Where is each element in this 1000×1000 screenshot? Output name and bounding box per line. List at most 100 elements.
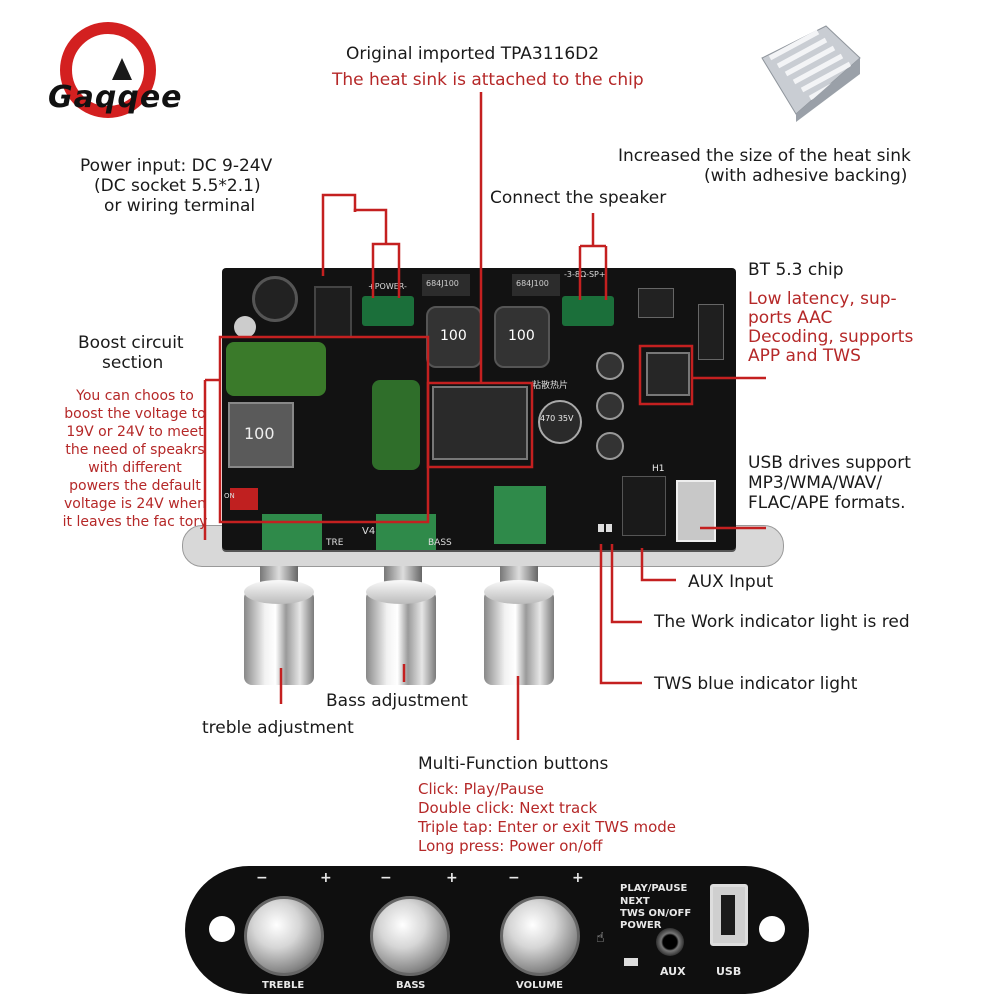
speaker-text: Connect the speaker (490, 188, 667, 208)
tws-led-text: TWS blue indicator light (654, 674, 858, 694)
tws-led (606, 524, 612, 532)
capacitor-small-2 (596, 392, 624, 420)
bt-line-2: ports AAC (748, 308, 833, 328)
treble-pot (262, 514, 322, 550)
mf-line-2: Double click: Next track (418, 799, 598, 817)
volume-pot (494, 486, 546, 544)
usb-line-1: USB drives support (748, 453, 911, 473)
power-text-3: or wiring terminal (104, 196, 256, 216)
chip-subtitle: The heat sink is attached to the chip (332, 70, 644, 90)
usb-slot-icon (721, 895, 735, 935)
silk-power: +POWER- (368, 282, 407, 291)
bass-plus: + (446, 870, 458, 886)
boost-line: with different (88, 460, 182, 476)
inductor-large-2 (494, 306, 550, 368)
mf-line-4: Long press: Power on/off (418, 837, 603, 855)
usb-line-2: MP3/WMA/WAV/ (748, 473, 883, 493)
legend-play-pause: PLAY/PAUSE (620, 883, 688, 894)
boost-line: the need of speakrs (65, 442, 205, 458)
panel-label-bass: BASS (396, 980, 426, 991)
mount-hole-icon (234, 316, 256, 338)
power-text-1: Power input: DC 9-24V (80, 156, 273, 176)
usb-line-3: FLAC/APE formats. (748, 493, 906, 513)
silk-l2: 100 (508, 328, 535, 344)
panel-knob-volume[interactable] (500, 896, 580, 976)
legend-tws: TWS ON/OFF (620, 908, 692, 919)
boost-line: voltage is 24V when (63, 496, 207, 512)
inductor-small (422, 274, 470, 296)
panel-label-aux: AUX (660, 965, 686, 978)
heatsink-text-1: Increased the size of the heat sink (618, 146, 911, 166)
panel-aux-jack[interactable] (656, 928, 684, 956)
mf-line-3: Triple tap: Enter or exit TWS mode (418, 818, 677, 836)
treble-text: treble adjustment (202, 718, 354, 738)
silk-h1: H1 (652, 464, 665, 474)
silk-cap: 470 35V (540, 414, 574, 423)
usb-port-board (676, 480, 716, 542)
silk-tre: TRE (326, 538, 344, 548)
panel-screw-hole-right (759, 916, 785, 942)
bt-chip (646, 352, 690, 396)
logo-text: Gaqqee (48, 80, 183, 115)
power-terminal (362, 296, 414, 326)
bt-line-4: APP and TWS (748, 346, 861, 366)
mf-line-1: Click: Play/Pause (418, 780, 545, 798)
boost-title-2: section (102, 353, 164, 373)
silk-ind2: 684J100 (516, 279, 549, 288)
panel-label-treble: TREBLE (262, 980, 305, 991)
boost-line: You can choos to (76, 388, 194, 404)
boost-line: powers the default (69, 478, 201, 494)
mf-title: Multi-Function buttons (418, 754, 609, 774)
work-led (598, 524, 604, 532)
silk-bass: BASS (428, 538, 452, 548)
panel-screw-hole-left (209, 916, 235, 942)
boost-line: it leaves the fac tory (62, 514, 208, 530)
regulator (638, 288, 674, 318)
aux-jack-board (622, 476, 666, 536)
bt-title: BT 5.3 chip (748, 260, 844, 280)
aux-text: AUX Input (688, 572, 774, 592)
silk-heat-label: 粘散热片 (532, 381, 569, 391)
boost-inductor (228, 402, 294, 468)
bt-line-1: Low latency, sup- (748, 289, 897, 309)
panel-label-volume: VOLUME (516, 980, 563, 991)
panel-usb-port[interactable] (710, 884, 748, 946)
heatsink-text-2: (with adhesive backing) (704, 166, 908, 186)
panel-label-usb: USB (716, 965, 742, 978)
capacitor-small-1 (596, 352, 624, 380)
volume-plus: + (572, 870, 584, 886)
legend-power: POWER (620, 920, 662, 931)
inductor-small-2 (512, 274, 560, 296)
boost-title-1: Boost circuit (78, 333, 184, 353)
dip-switch[interactable] (230, 488, 258, 510)
treble-minus: − (256, 870, 268, 886)
panel-knob-bass[interactable] (370, 896, 450, 976)
inductor-large-1 (426, 306, 482, 368)
legend-next: NEXT (620, 896, 650, 907)
amplifier-board: +POWER- 684J100 684J100 100 100 -3-8Ω-SP… (222, 268, 736, 550)
capacitor-470 (538, 400, 582, 444)
capacitor-small-3 (596, 432, 624, 460)
boost-description: You can choos to boost the voltage to 19… (58, 387, 212, 531)
bass-minus: − (380, 870, 392, 886)
boost-line: boost the voltage to (64, 406, 206, 422)
tpa3116-chip (432, 386, 528, 460)
heatsink-image (761, 25, 861, 122)
capacitor-green (226, 342, 326, 396)
potentiometer-icon (252, 276, 298, 322)
silk-spk: -3-8Ω-SP+ (564, 270, 606, 279)
silk-boost-l: 100 (244, 424, 275, 443)
panel-led (624, 958, 638, 966)
treble-plus: + (320, 870, 332, 886)
chip-title: Original imported TPA3116D2 (346, 44, 600, 64)
bt-line-3: Decoding, supports (748, 327, 914, 347)
power-text-2: (DC socket 5.5*2.1) (94, 176, 261, 196)
panel-knob-treble[interactable] (244, 896, 324, 976)
bass-text: Bass adjustment (326, 691, 468, 711)
capacitor-green-2 (372, 380, 420, 470)
speaker-terminal (562, 296, 614, 326)
work-led-text: The Work indicator light is red (654, 612, 910, 632)
silk-on: ON (224, 492, 235, 500)
bt-antenna (698, 304, 724, 360)
